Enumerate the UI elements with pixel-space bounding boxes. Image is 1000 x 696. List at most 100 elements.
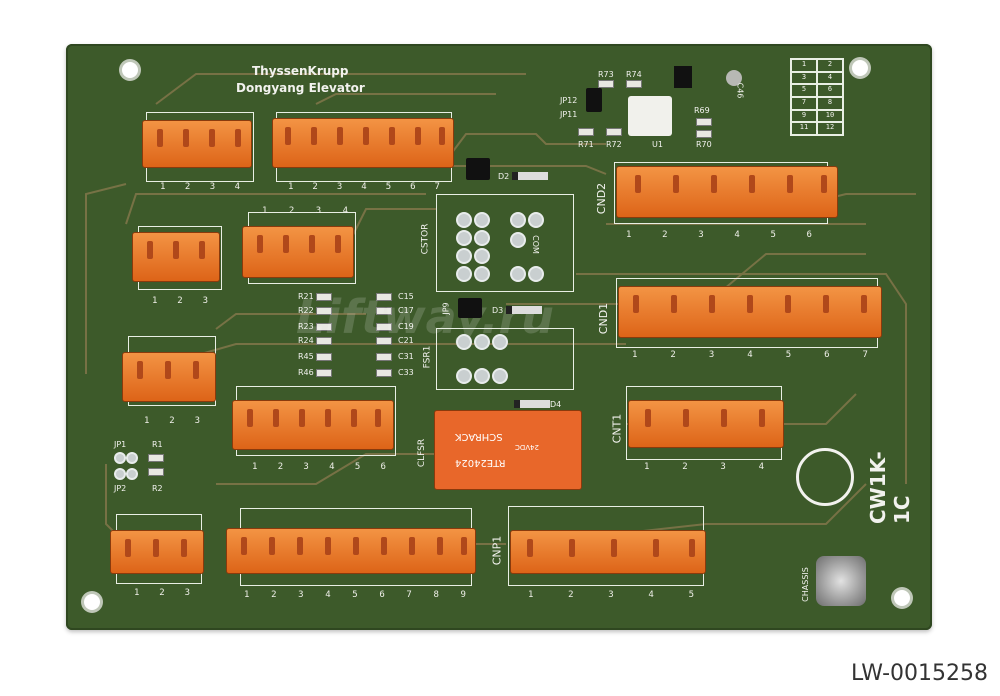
- label-jp9: JP9: [441, 302, 451, 315]
- pad: [476, 336, 488, 348]
- label-cnt1: CNT1: [610, 413, 624, 444]
- manufacturer-logo: [796, 448, 854, 506]
- jumper-jp9[interactable]: [458, 298, 482, 318]
- label-d3: D3: [492, 306, 504, 315]
- diode-d3: [506, 306, 542, 314]
- label-r74: R74: [626, 70, 642, 79]
- resistor: [316, 293, 332, 301]
- watermark-center: Liftway.ru: [296, 290, 554, 344]
- resistor: [316, 337, 332, 345]
- label-r69: R69: [694, 106, 710, 115]
- diode-d4: [514, 400, 550, 408]
- capacitor: [376, 369, 392, 377]
- resistor: [316, 353, 332, 361]
- connector-cnp1: [510, 530, 706, 574]
- resistor: [626, 80, 642, 88]
- brand-line-1: ThyssenKrupp: [252, 64, 349, 78]
- label-chassis: CHASSIS: [800, 567, 810, 602]
- resistor: [316, 323, 332, 331]
- label-r21: R21: [298, 292, 314, 301]
- pad: [458, 250, 470, 262]
- label-jp2: JP2: [114, 484, 127, 493]
- mounting-hole: [852, 60, 868, 76]
- pad: [530, 268, 542, 280]
- pad: [494, 370, 506, 382]
- jumper[interactable]: [466, 158, 490, 180]
- pad: [116, 470, 124, 478]
- pad: [512, 234, 524, 246]
- label-c15: C15: [398, 292, 414, 301]
- label-r1: R1: [152, 440, 163, 449]
- label-r71: R71: [578, 140, 594, 149]
- capacitor-c46: [726, 70, 742, 86]
- pad: [458, 232, 470, 244]
- label-r70: R70: [696, 140, 712, 149]
- label-c46: C46: [735, 82, 745, 99]
- pin-table: 1 2 3 4 5 6 7 8 9 10 11 12: [790, 58, 844, 136]
- connector-7pin-top: [272, 118, 454, 168]
- resistor: [696, 130, 712, 138]
- board-id: CW1K-1C: [866, 451, 914, 524]
- diode-d2: [512, 172, 548, 180]
- label-d4: D4: [550, 400, 562, 409]
- label-c21: C21: [398, 336, 414, 345]
- mounting-hole: [894, 590, 910, 606]
- pad: [128, 454, 136, 462]
- connector-4pin-top: [142, 120, 252, 168]
- pad: [476, 268, 488, 280]
- pad: [476, 250, 488, 262]
- mounting-hole: [122, 62, 138, 78]
- connector-3pin-left: [132, 232, 220, 282]
- image-code: LW-0015258: [850, 661, 988, 686]
- relay-rating: 24VDC: [515, 443, 539, 451]
- jumper-jp12[interactable]: [586, 88, 602, 112]
- label-jp12: JP12: [560, 96, 578, 105]
- capacitor: [376, 337, 392, 345]
- label-r72: R72: [606, 140, 622, 149]
- resistor: [696, 118, 712, 126]
- resistor: [606, 128, 622, 136]
- label-clfsr: CLFSR: [417, 438, 428, 468]
- mounting-hole: [84, 594, 100, 610]
- pad: [476, 370, 488, 382]
- resistor: [316, 369, 332, 377]
- label-cnp1: CNP1: [490, 535, 504, 566]
- label-r24: R24: [298, 336, 314, 345]
- chassis-ground-screw: [816, 556, 866, 606]
- relay-brand: SCHRACK: [455, 431, 503, 442]
- pad: [458, 214, 470, 226]
- label-c33: C33: [398, 368, 414, 377]
- pad: [512, 214, 524, 226]
- pad: [476, 232, 488, 244]
- label-r2: R2: [152, 484, 163, 493]
- label-u1: U1: [652, 140, 663, 149]
- pad: [530, 214, 542, 226]
- pad: [116, 454, 124, 462]
- transistor: [674, 66, 692, 88]
- relay-model: RTE24024: [455, 457, 506, 468]
- connector-6pin-mid: [232, 400, 394, 450]
- relay: SCHRACK RTE24024 24VDC: [434, 410, 582, 490]
- pad: [458, 268, 470, 280]
- connector-4pin-mid: [242, 226, 354, 278]
- label-r46: R46: [298, 368, 314, 377]
- label-cstor: CSTOR: [420, 223, 431, 255]
- label-com: COM: [530, 235, 540, 254]
- capacitor: [376, 353, 392, 361]
- label-jp1: JP1: [114, 440, 127, 449]
- connector-3pin-bottom: [110, 530, 204, 574]
- label-r45: R45: [298, 352, 314, 361]
- label-fsr1: FSR1: [422, 345, 433, 369]
- resistor: [598, 80, 614, 88]
